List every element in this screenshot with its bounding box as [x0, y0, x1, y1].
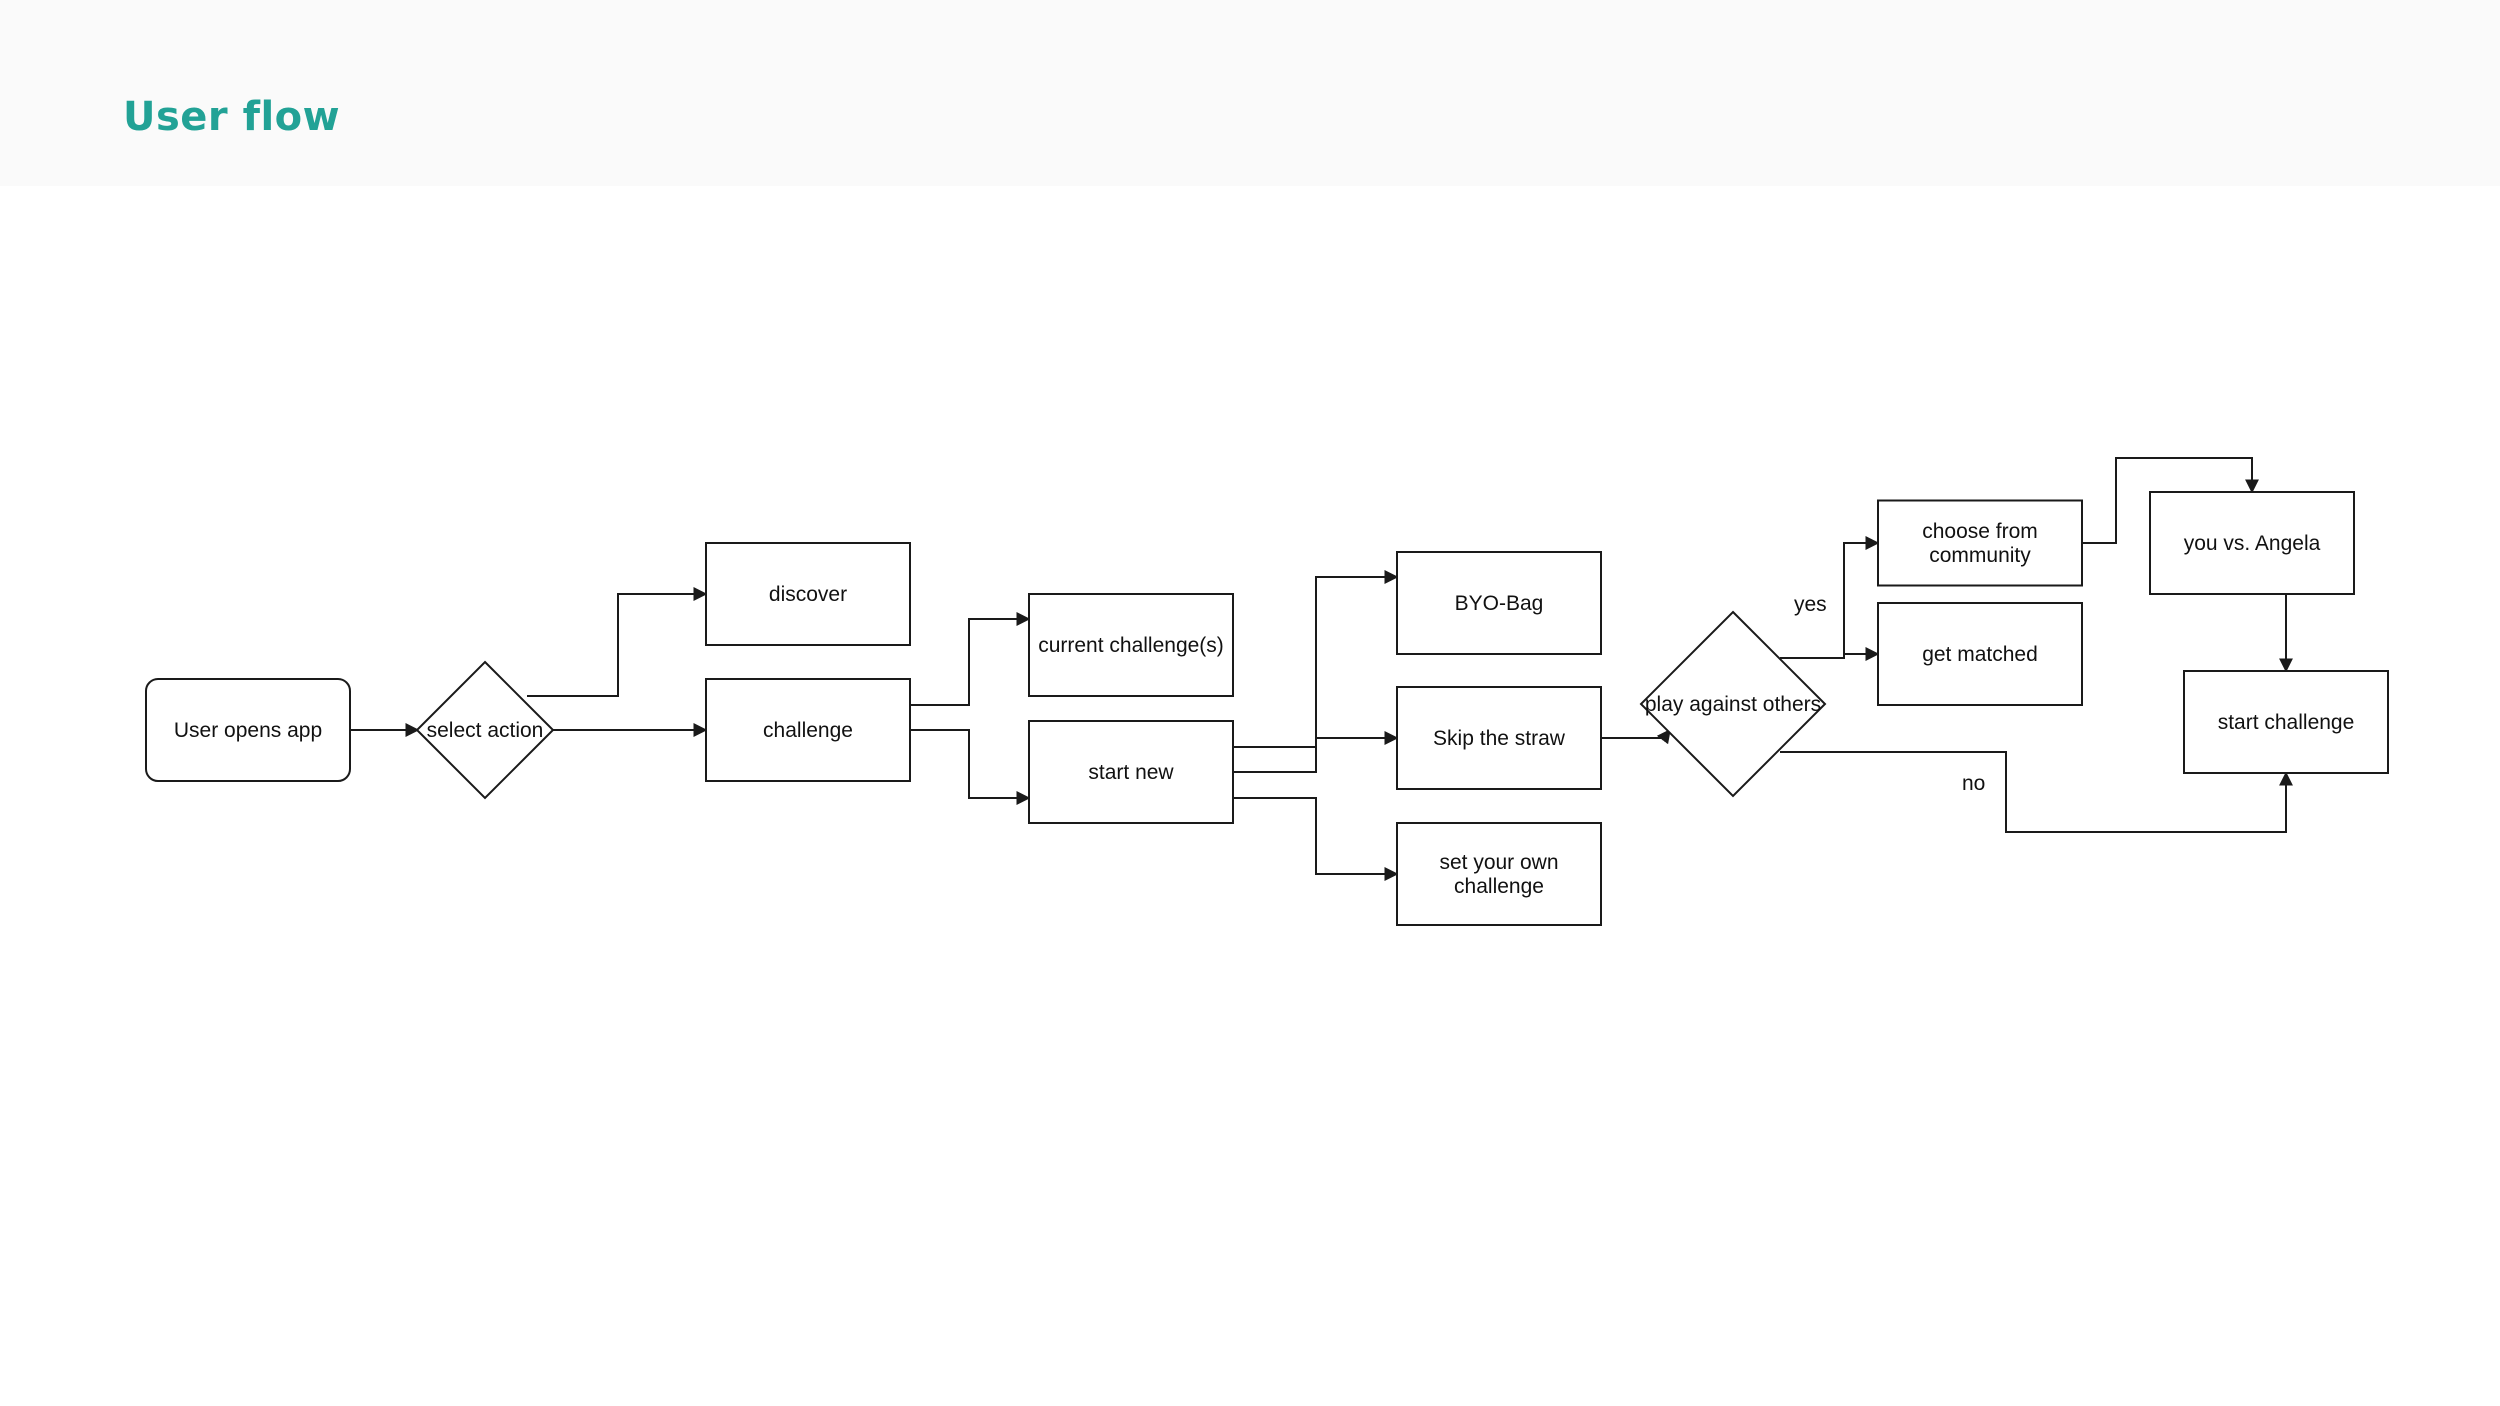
decision-diamond: [1639, 610, 1827, 798]
node-label: community: [1929, 544, 2031, 567]
decision-diamond: [415, 660, 555, 800]
edge-start-new-to-set-own: [1233, 797, 1399, 881]
process-box: [2149, 491, 2355, 595]
node-label: BYO-Bag: [1455, 592, 1544, 615]
node-byo-bag: BYO-Bag: [1396, 551, 1602, 655]
diagram-panel: [0, 186, 2500, 1406]
edge-label-layer: yes no: [1794, 593, 1985, 795]
node-get-matched: get matched: [1877, 602, 2083, 706]
process-box: [1396, 551, 1602, 655]
edge-play-against-to-choose-community: [1780, 536, 1880, 659]
edge-play-against-to-start-challenge: [1780, 751, 2293, 833]
node-discover: discover: [705, 542, 911, 646]
edge-choose-community-to-you-vs-angela: [2082, 457, 2259, 544]
process-box: [2183, 670, 2389, 774]
node-challenge: challenge: [705, 678, 911, 782]
process-box: [1396, 686, 1602, 790]
node-label: challenge: [1454, 875, 1544, 898]
edge-label-yes: yes: [1794, 593, 1827, 616]
edge-label-no: no: [1962, 772, 1985, 795]
node-start-new: start new: [1028, 720, 1234, 824]
node-label: start new: [1088, 761, 1174, 784]
start-terminal-box: [145, 678, 351, 782]
node-skip-straw: Skip the straw: [1396, 686, 1602, 790]
page-title: User flow: [123, 94, 341, 140]
edge-layer: [350, 457, 2293, 881]
node-label: select action: [427, 719, 544, 742]
process-box: [1028, 593, 1234, 697]
process-box: [1028, 720, 1234, 824]
node-start-challenge: start challenge: [2183, 670, 2389, 774]
edge-skip-straw-to-play-against: [1601, 728, 1671, 745]
node-label: challenge: [763, 719, 853, 742]
edge-start-new-to-skip-straw: [1233, 731, 1399, 773]
node-label: discover: [769, 583, 847, 606]
node-select-action: select action: [415, 660, 555, 800]
edge-start-new-to-byo-bag: [1233, 570, 1399, 748]
edge-challenge-to-current-challenges: [910, 612, 1031, 706]
process-box: [1396, 822, 1602, 926]
node-label: play against others: [1645, 693, 1821, 716]
node-label: Skip the straw: [1433, 727, 1566, 750]
node-label: User opens app: [174, 719, 322, 742]
node-layer: User opens app select action discover chall…: [145, 491, 2389, 926]
node-label: start challenge: [2218, 711, 2355, 734]
process-box: [1877, 602, 2083, 706]
process-box: [705, 678, 911, 782]
edge-select-action-to-discover: [527, 587, 708, 697]
process-box: [705, 542, 911, 646]
node-label: current challenge(s): [1038, 634, 1224, 657]
node-current-challenges: current challenge(s): [1028, 593, 1234, 697]
node-label: you vs. Angela: [2184, 532, 2321, 555]
edge-challenge-to-start-new: [910, 729, 1031, 805]
node-user-opens-app: User opens app: [145, 678, 351, 782]
node-label: choose from: [1922, 520, 2038, 543]
process-box: [1877, 499, 2083, 587]
node-play-against: play against others: [1639, 610, 1827, 798]
node-you-vs-angela: you vs. Angela: [2149, 491, 2355, 595]
node-label: set your own: [1439, 851, 1558, 874]
node-label: get matched: [1922, 643, 2038, 666]
